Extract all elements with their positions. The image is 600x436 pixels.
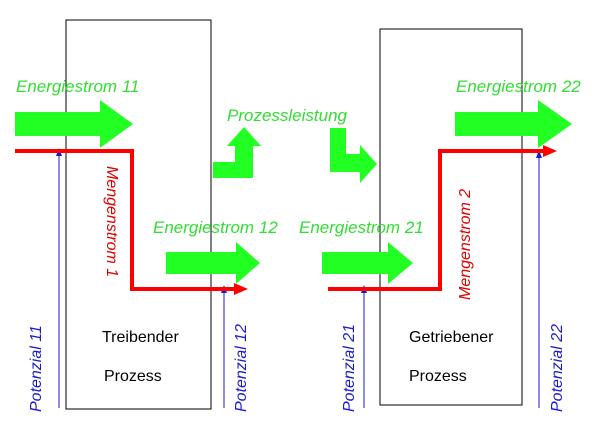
label-mengenstrom-1: Mengenstrom 1 (103, 166, 120, 277)
driving-process-title-line1: Treibender (102, 329, 179, 346)
mass-flow-arrow-2 (328, 145, 557, 291)
energy-arrow-21 (322, 242, 413, 284)
potential-arrow-11 (56, 148, 62, 408)
process-power-arrow-in (330, 128, 377, 183)
potential-arrow-22 (536, 150, 542, 408)
label-energiestrom-21: Energiestrom 21 (299, 218, 424, 237)
mass-flow-arrow-1 (15, 149, 248, 295)
label-prozessleistung: Prozessleistung (227, 106, 348, 125)
potential-arrow-21 (361, 285, 367, 408)
energy-arrow-11 (15, 100, 133, 148)
driven-process-title-line2: Prozess (409, 368, 467, 385)
label-potenzial-11: Potenzial 11 (28, 325, 45, 412)
driven-process-title-line1: Getriebener (409, 329, 494, 346)
label-mengenstrom-2: Mengenstrom 2 (457, 189, 474, 300)
driven-process-box (379, 28, 523, 406)
label-potenzial-21: Potenzial 21 (341, 324, 358, 412)
label-potenzial-12: Potenzial 12 (233, 324, 250, 412)
potential-arrow-12 (221, 285, 227, 408)
driving-process-title-line2: Prozess (104, 368, 162, 385)
energy-arrow-22 (455, 100, 572, 148)
label-potenzial-22: Potenzial 22 (549, 324, 566, 412)
energy-arrow-12 (166, 242, 260, 284)
label-energiestrom-22: Energiestrom 22 (456, 77, 581, 96)
label-energiestrom-12: Energiestrom 12 (153, 218, 278, 237)
label-energiestrom-11: Energiestrom 11 (16, 77, 139, 96)
process-power-arrow-out (213, 127, 261, 178)
driving-process-box (65, 19, 212, 410)
